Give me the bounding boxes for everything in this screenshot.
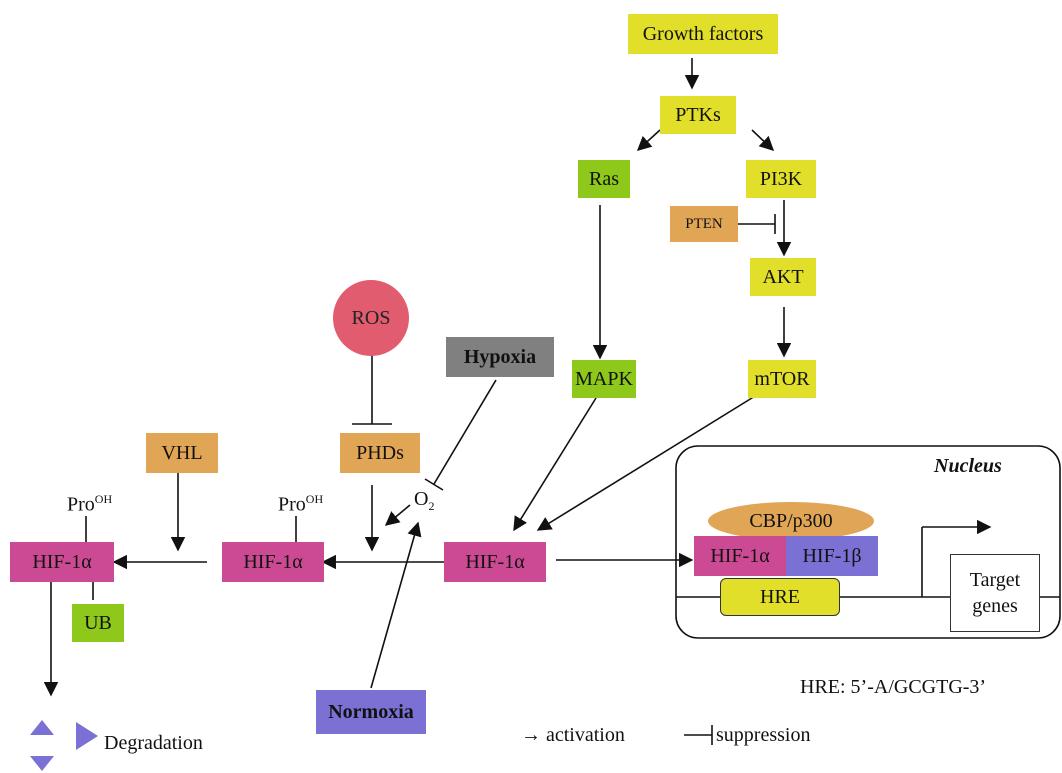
vhl-label: VHL (161, 441, 203, 464)
mtor-label: mTOR (754, 367, 810, 390)
pro-oh-label-left: ProOH (67, 492, 113, 516)
ras-box: Ras (578, 160, 630, 198)
oxygen-label: O2 (414, 488, 435, 513)
arrow-mtor-hif (536, 392, 761, 531)
pro-oh-label-mid: ProOH (278, 492, 324, 516)
cbp-p300-ellipse: CBP/p300 (708, 502, 874, 540)
ub-label: UB (84, 611, 112, 634)
pten-label: PTEN (685, 215, 723, 232)
ros-node: ROS (333, 298, 409, 338)
pten-box: PTEN (670, 206, 738, 242)
target-genes-line2: genes (972, 595, 1018, 617)
normoxia-label: Normoxia (328, 700, 414, 723)
growth-factors-label: Growth factors (642, 22, 764, 45)
ros-circle (333, 280, 409, 356)
arrow-o2-line (384, 504, 411, 526)
legend-activation: → activation (521, 724, 625, 746)
phds-label: PHDs (356, 441, 404, 464)
hre-box: HRE (720, 578, 840, 616)
growth-factors-box: Growth factors (628, 14, 778, 54)
hif1a-left-label: HIF-1α (32, 550, 92, 573)
akt-box: AKT (750, 258, 816, 296)
arrow-mapk-hif (513, 397, 597, 532)
ros-label: ROS (351, 306, 391, 329)
hif1a-center-label: HIF-1α (465, 550, 525, 573)
nucleus-hif1b-label: HIF-1β (802, 544, 862, 567)
ras-label: Ras (589, 167, 619, 190)
ptks-box: PTKs (660, 96, 736, 134)
degradation-triangle-right (76, 722, 98, 750)
hif1a-center-box: HIF-1α (444, 542, 546, 582)
mtor-box: mTOR (748, 360, 816, 398)
cbp-p300-label: CBP/p300 (749, 509, 833, 532)
arrow-ptks-pi3k (751, 129, 775, 151)
nucleus-hif1a-box: HIF-1α (694, 536, 786, 576)
akt-label: AKT (762, 265, 804, 288)
hypoxia-label: Hypoxia (463, 345, 537, 368)
vhl-box: VHL (146, 433, 218, 473)
degradation-triangle-down (30, 756, 54, 771)
hif1a-mid-label: HIF-1α (243, 550, 303, 573)
suppress-hypoxia-o2 (433, 379, 497, 485)
target-genes-line1: Target (969, 569, 1021, 591)
arrow-ptks-ras (636, 129, 661, 151)
nucleus-title: Nucleus (934, 455, 1002, 477)
pi3k-box: PI3K (746, 160, 816, 198)
hif1a-mid-box: HIF-1α (222, 542, 324, 582)
hif1a-left-box: HIF-1α (10, 542, 114, 582)
pi3k-label: PI3K (759, 167, 803, 190)
target-genes-box: Target genes (950, 554, 1040, 632)
ptks-label: PTKs (675, 103, 721, 126)
nucleus-box (675, 445, 1061, 639)
ub-box: UB (72, 604, 124, 642)
degradation-label: Degradation (104, 732, 203, 754)
nucleus-hif1b-box: HIF-1β (786, 536, 878, 576)
phds-box: PHDs (340, 433, 420, 473)
nucleus-hif1a-label: HIF-1α (710, 544, 770, 567)
normoxia-box: Normoxia (316, 690, 426, 734)
arrow-normoxia-o2 (370, 521, 422, 689)
hre-sequence-label: HRE: 5’-A/GCGTG-3’ (800, 676, 987, 698)
degradation-triangle-up (30, 720, 54, 735)
mapk-box: MAPK (572, 360, 636, 398)
legend-suppression: suppression (716, 724, 811, 746)
hre-label: HRE (760, 585, 800, 608)
mapk-label: MAPK (575, 367, 633, 390)
hypoxia-box: Hypoxia (446, 337, 554, 377)
